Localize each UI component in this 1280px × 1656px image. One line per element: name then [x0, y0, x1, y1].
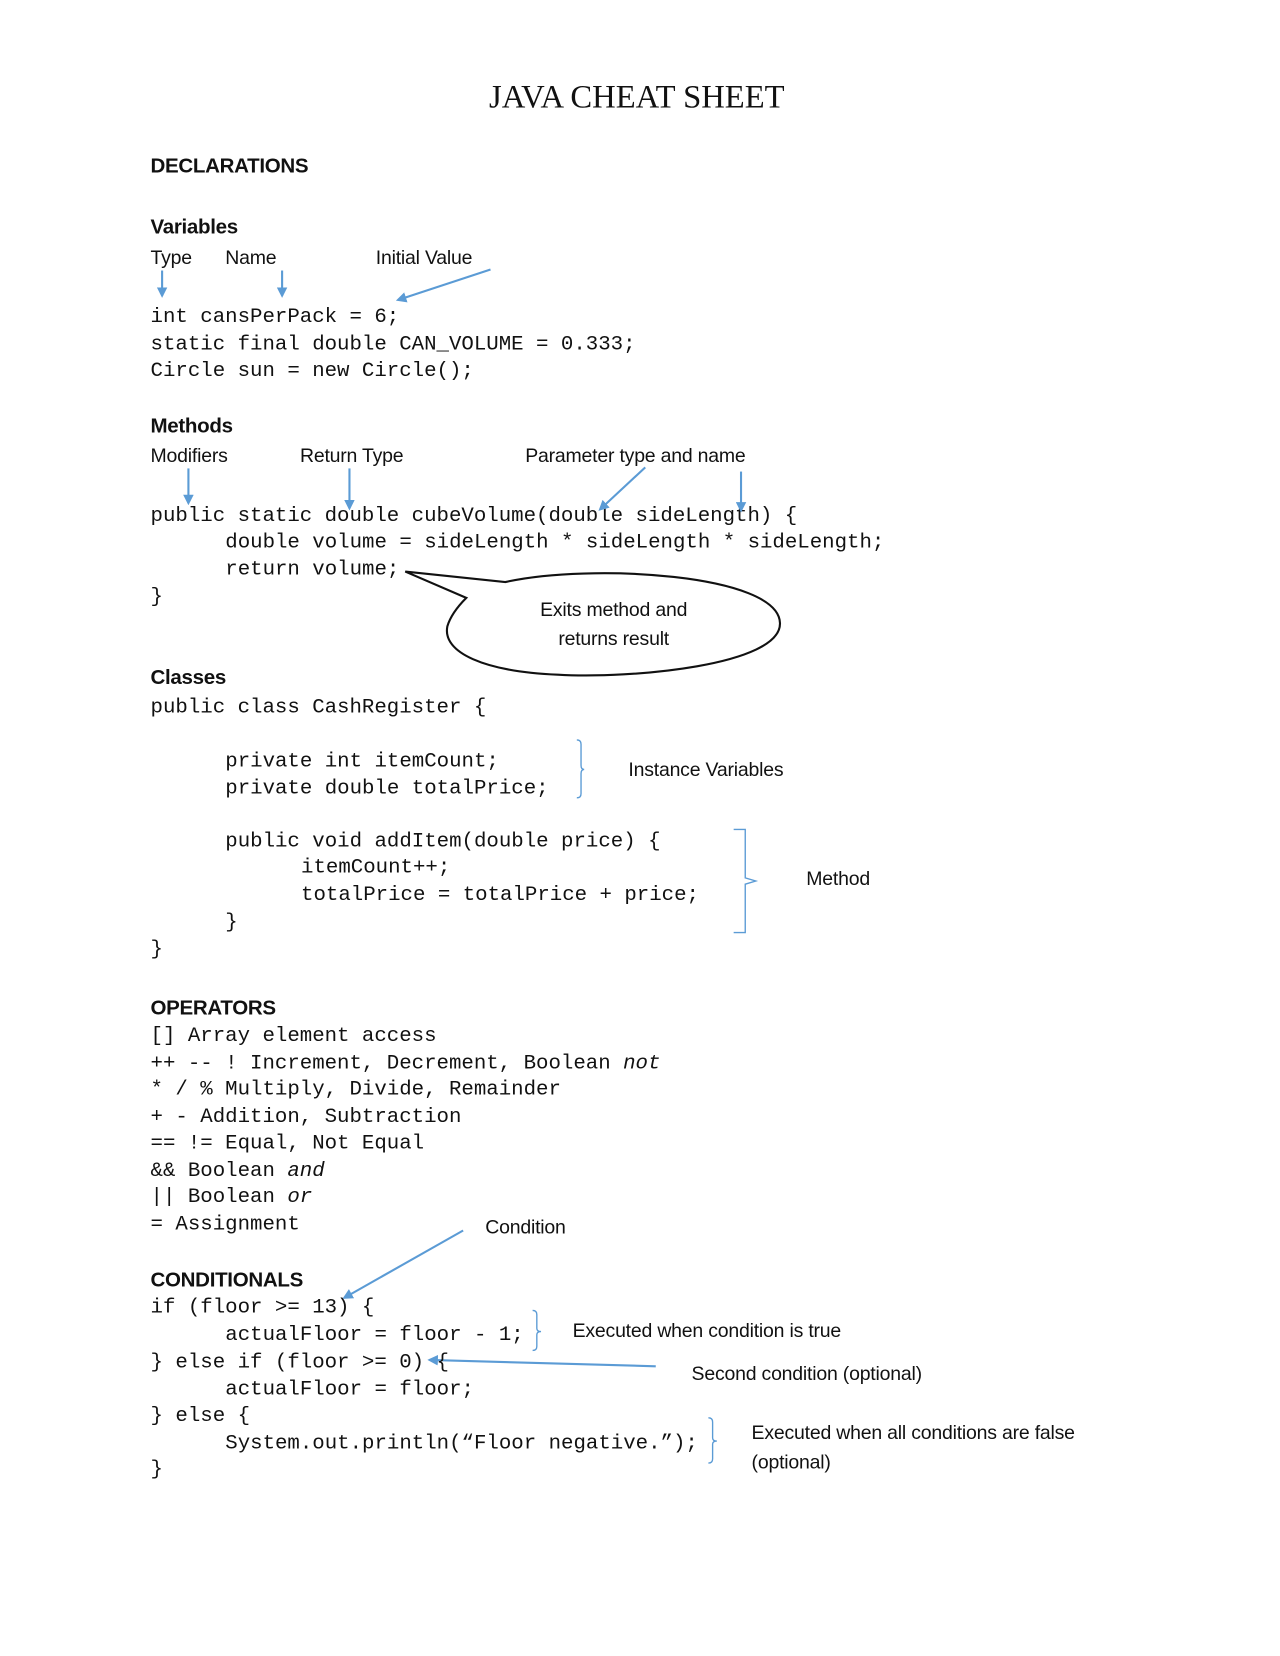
operator-item: + - Addition, Subtraction	[151, 1104, 462, 1129]
operator-item: * / % Multiply, Divide, Remainder	[151, 1077, 561, 1102]
operator-text: + - Addition, Subtraction	[150, 1104, 462, 1128]
code-line: private int itemCount;	[225, 749, 499, 773]
operator-item: || Boolean or	[151, 1184, 313, 1209]
initial-value-label: Initial Value	[375, 246, 473, 269]
operator-text: [] Array element access	[150, 1024, 437, 1048]
type-label: Type	[150, 246, 193, 269]
code-line: System.out.println(“Floor negative.”);	[225, 1431, 698, 1455]
code-line: return volume;	[225, 557, 400, 582]
operator-emphasis: or	[287, 1185, 313, 1209]
operator-item: && Boolean and	[151, 1157, 325, 1182]
operator-item: [] Array element access	[151, 1023, 437, 1048]
code-line: private double totalPrice;	[225, 776, 549, 800]
second-condition-label: Second condition (optional)	[691, 1362, 923, 1385]
code-line: }	[150, 1457, 163, 1482]
false-branch-label: (optional)	[751, 1450, 831, 1473]
operator-text: || Boolean	[150, 1185, 288, 1209]
conditionals-heading: CONDITIONALS	[150, 1268, 304, 1292]
code-line: actualFloor = floor;	[225, 1377, 474, 1402]
code-line: itemCount++;	[301, 855, 451, 879]
operator-item: == != Equal, Not Equal	[151, 1130, 425, 1155]
second-condition-arrow	[427, 1354, 656, 1368]
condition-label: Condition	[485, 1215, 566, 1238]
method-label: Method	[806, 867, 870, 890]
code-line: public void addItem(double price) {	[225, 829, 661, 853]
code-line: actualFloor = floor - 1;	[225, 1323, 524, 1347]
operator-text: && Boolean	[150, 1158, 288, 1182]
code-line: static final double CAN_VOLUME = 0.333;	[150, 332, 636, 356]
modifiers-label: Modifiers	[150, 444, 228, 467]
page-title: JAVA CHEAT SHEET	[489, 77, 785, 115]
operator-text: * / % Multiply, Divide, Remainder	[150, 1077, 561, 1102]
operator-item: ++ -- ! Increment, Decrement, Boolean no…	[151, 1050, 661, 1075]
code-line: int cansPerPack = 6;	[150, 305, 400, 329]
operator-text: == != Equal, Not Equal	[150, 1131, 425, 1155]
operator-item: = Assignment	[151, 1211, 300, 1236]
name-label: Name	[225, 246, 277, 269]
false-branch-bracket	[708, 1417, 717, 1464]
operator-emphasis: and	[287, 1158, 325, 1182]
callout-text: Exits method and	[540, 597, 688, 620]
variables-heading: Variables	[150, 215, 239, 239]
parameter-type-arrow	[598, 466, 646, 511]
initial-value-arrow	[395, 268, 491, 303]
code-line: double volume = sideLength * sideLength …	[225, 530, 885, 554]
code-line: if (floor >= 13) {	[150, 1295, 375, 1319]
code-line: totalPrice = totalPrice + price;	[301, 883, 699, 907]
code-line: public class CashRegister {	[150, 695, 487, 719]
declarations-heading: DECLARATIONS	[150, 154, 309, 178]
methods-heading: Methods	[150, 414, 233, 438]
true-branch-bracket	[532, 1309, 542, 1352]
operators-heading: OPERATORS	[150, 996, 277, 1020]
code-line: Circle sun = new Circle();	[150, 358, 474, 383]
instance-variables-bracket	[576, 739, 585, 799]
instance-variables-label: Instance Variables	[628, 757, 784, 780]
method-bracket	[733, 828, 759, 934]
callout-text: returns result	[558, 627, 670, 650]
parameter-label: Parameter type and name	[525, 444, 746, 467]
classes-heading: Classes	[150, 666, 227, 690]
code-line: }	[150, 937, 163, 962]
code-line: }	[225, 910, 238, 934]
code-line: }	[150, 585, 163, 609]
condition-arrow	[342, 1229, 464, 1299]
speech-bubble	[404, 570, 782, 677]
code-line: } else if (floor >= 0) {	[150, 1350, 449, 1374]
true-branch-label: Executed when condition is true	[572, 1318, 842, 1342]
code-line: } else {	[150, 1404, 251, 1428]
false-branch-label: Executed when all conditions are false	[751, 1421, 1075, 1444]
operator-text: = Assignment	[150, 1212, 300, 1236]
return-type-label: Return Type	[299, 444, 404, 467]
operator-emphasis: not	[623, 1051, 661, 1075]
operator-text: ++ -- ! Increment, Decrement, Boolean	[150, 1051, 624, 1075]
